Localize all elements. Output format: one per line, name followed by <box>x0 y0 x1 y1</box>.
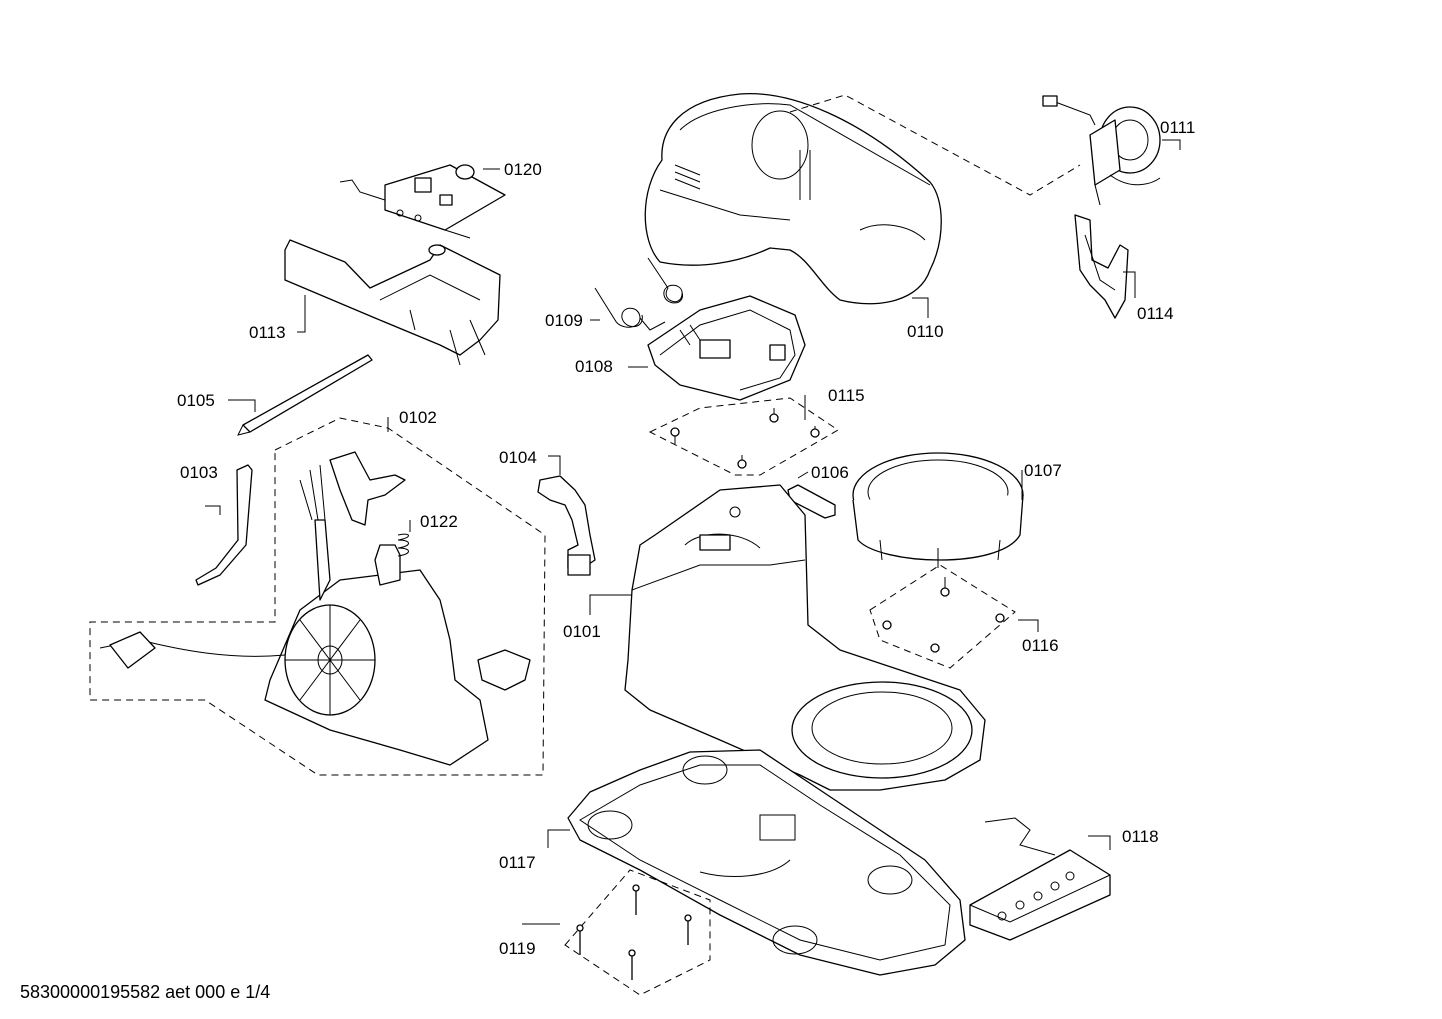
part-0105-pin[interactable] <box>237 354 373 436</box>
label-0117: 0117 <box>499 853 536 872</box>
part-0101-base-housing[interactable] <box>624 484 986 791</box>
group-0116-outline <box>869 564 1016 669</box>
label-0119: 0119 <box>499 939 536 958</box>
label-0118: 0118 <box>1122 827 1159 846</box>
label-0106: 0106 <box>811 463 849 482</box>
part-0108-gear-tray[interactable] <box>647 295 806 401</box>
label-0110: 0110 <box>907 322 944 341</box>
part-labels: 0120 0111 0114 0113 0109 0108 0110 0115 … <box>177 118 1195 958</box>
part-0113-board-holder[interactable] <box>284 239 501 366</box>
part-0104-lever[interactable] <box>537 475 596 576</box>
label-0108: 0108 <box>575 357 613 376</box>
part-0119-screws[interactable] <box>576 884 692 980</box>
group-0119-outline <box>564 869 711 996</box>
label-0114: 0114 <box>1137 304 1174 323</box>
label-0102: 0102 <box>399 408 437 427</box>
part-0122-spring[interactable] <box>397 533 409 557</box>
part-0116-screws[interactable] <box>882 577 1005 653</box>
label-0101: 0101 <box>563 622 601 641</box>
label-0107: 0107 <box>1024 461 1062 480</box>
label-0122: 0122 <box>420 512 458 531</box>
leader-lines <box>205 139 1181 925</box>
part-0117-bottom-plate[interactable] <box>567 749 966 976</box>
group-0102-outline <box>89 417 546 776</box>
label-0105: 0105 <box>177 391 215 410</box>
part-0120-circuit-board[interactable] <box>339 164 506 239</box>
label-0109: 0109 <box>545 311 583 330</box>
part-0115-screws[interactable] <box>670 408 820 469</box>
part-0107-ring[interactable] <box>852 452 1024 568</box>
label-0103: 0103 <box>180 463 218 482</box>
label-0113: 0113 <box>249 323 286 342</box>
part-0102-motor-assembly[interactable] <box>99 451 531 766</box>
document-id-footer: 58300000195582 aet 000 e 1/4 <box>20 982 271 1002</box>
group-0115-outline <box>648 397 839 476</box>
label-0111: 0111 <box>1160 118 1195 137</box>
part-0103-strap[interactable] <box>195 464 253 586</box>
part-0110-upper-housing[interactable] <box>644 92 942 305</box>
part-0114-bracket[interactable] <box>1074 214 1129 319</box>
label-0104: 0104 <box>499 448 537 467</box>
part-0111-motor[interactable] <box>1042 95 1161 206</box>
label-0116: 0116 <box>1022 636 1059 655</box>
part-0118-control-panel[interactable] <box>969 817 1111 941</box>
label-0120: 0120 <box>504 160 542 179</box>
label-0115: 0115 <box>828 386 865 405</box>
part-0109-springs[interactable] <box>594 257 683 331</box>
